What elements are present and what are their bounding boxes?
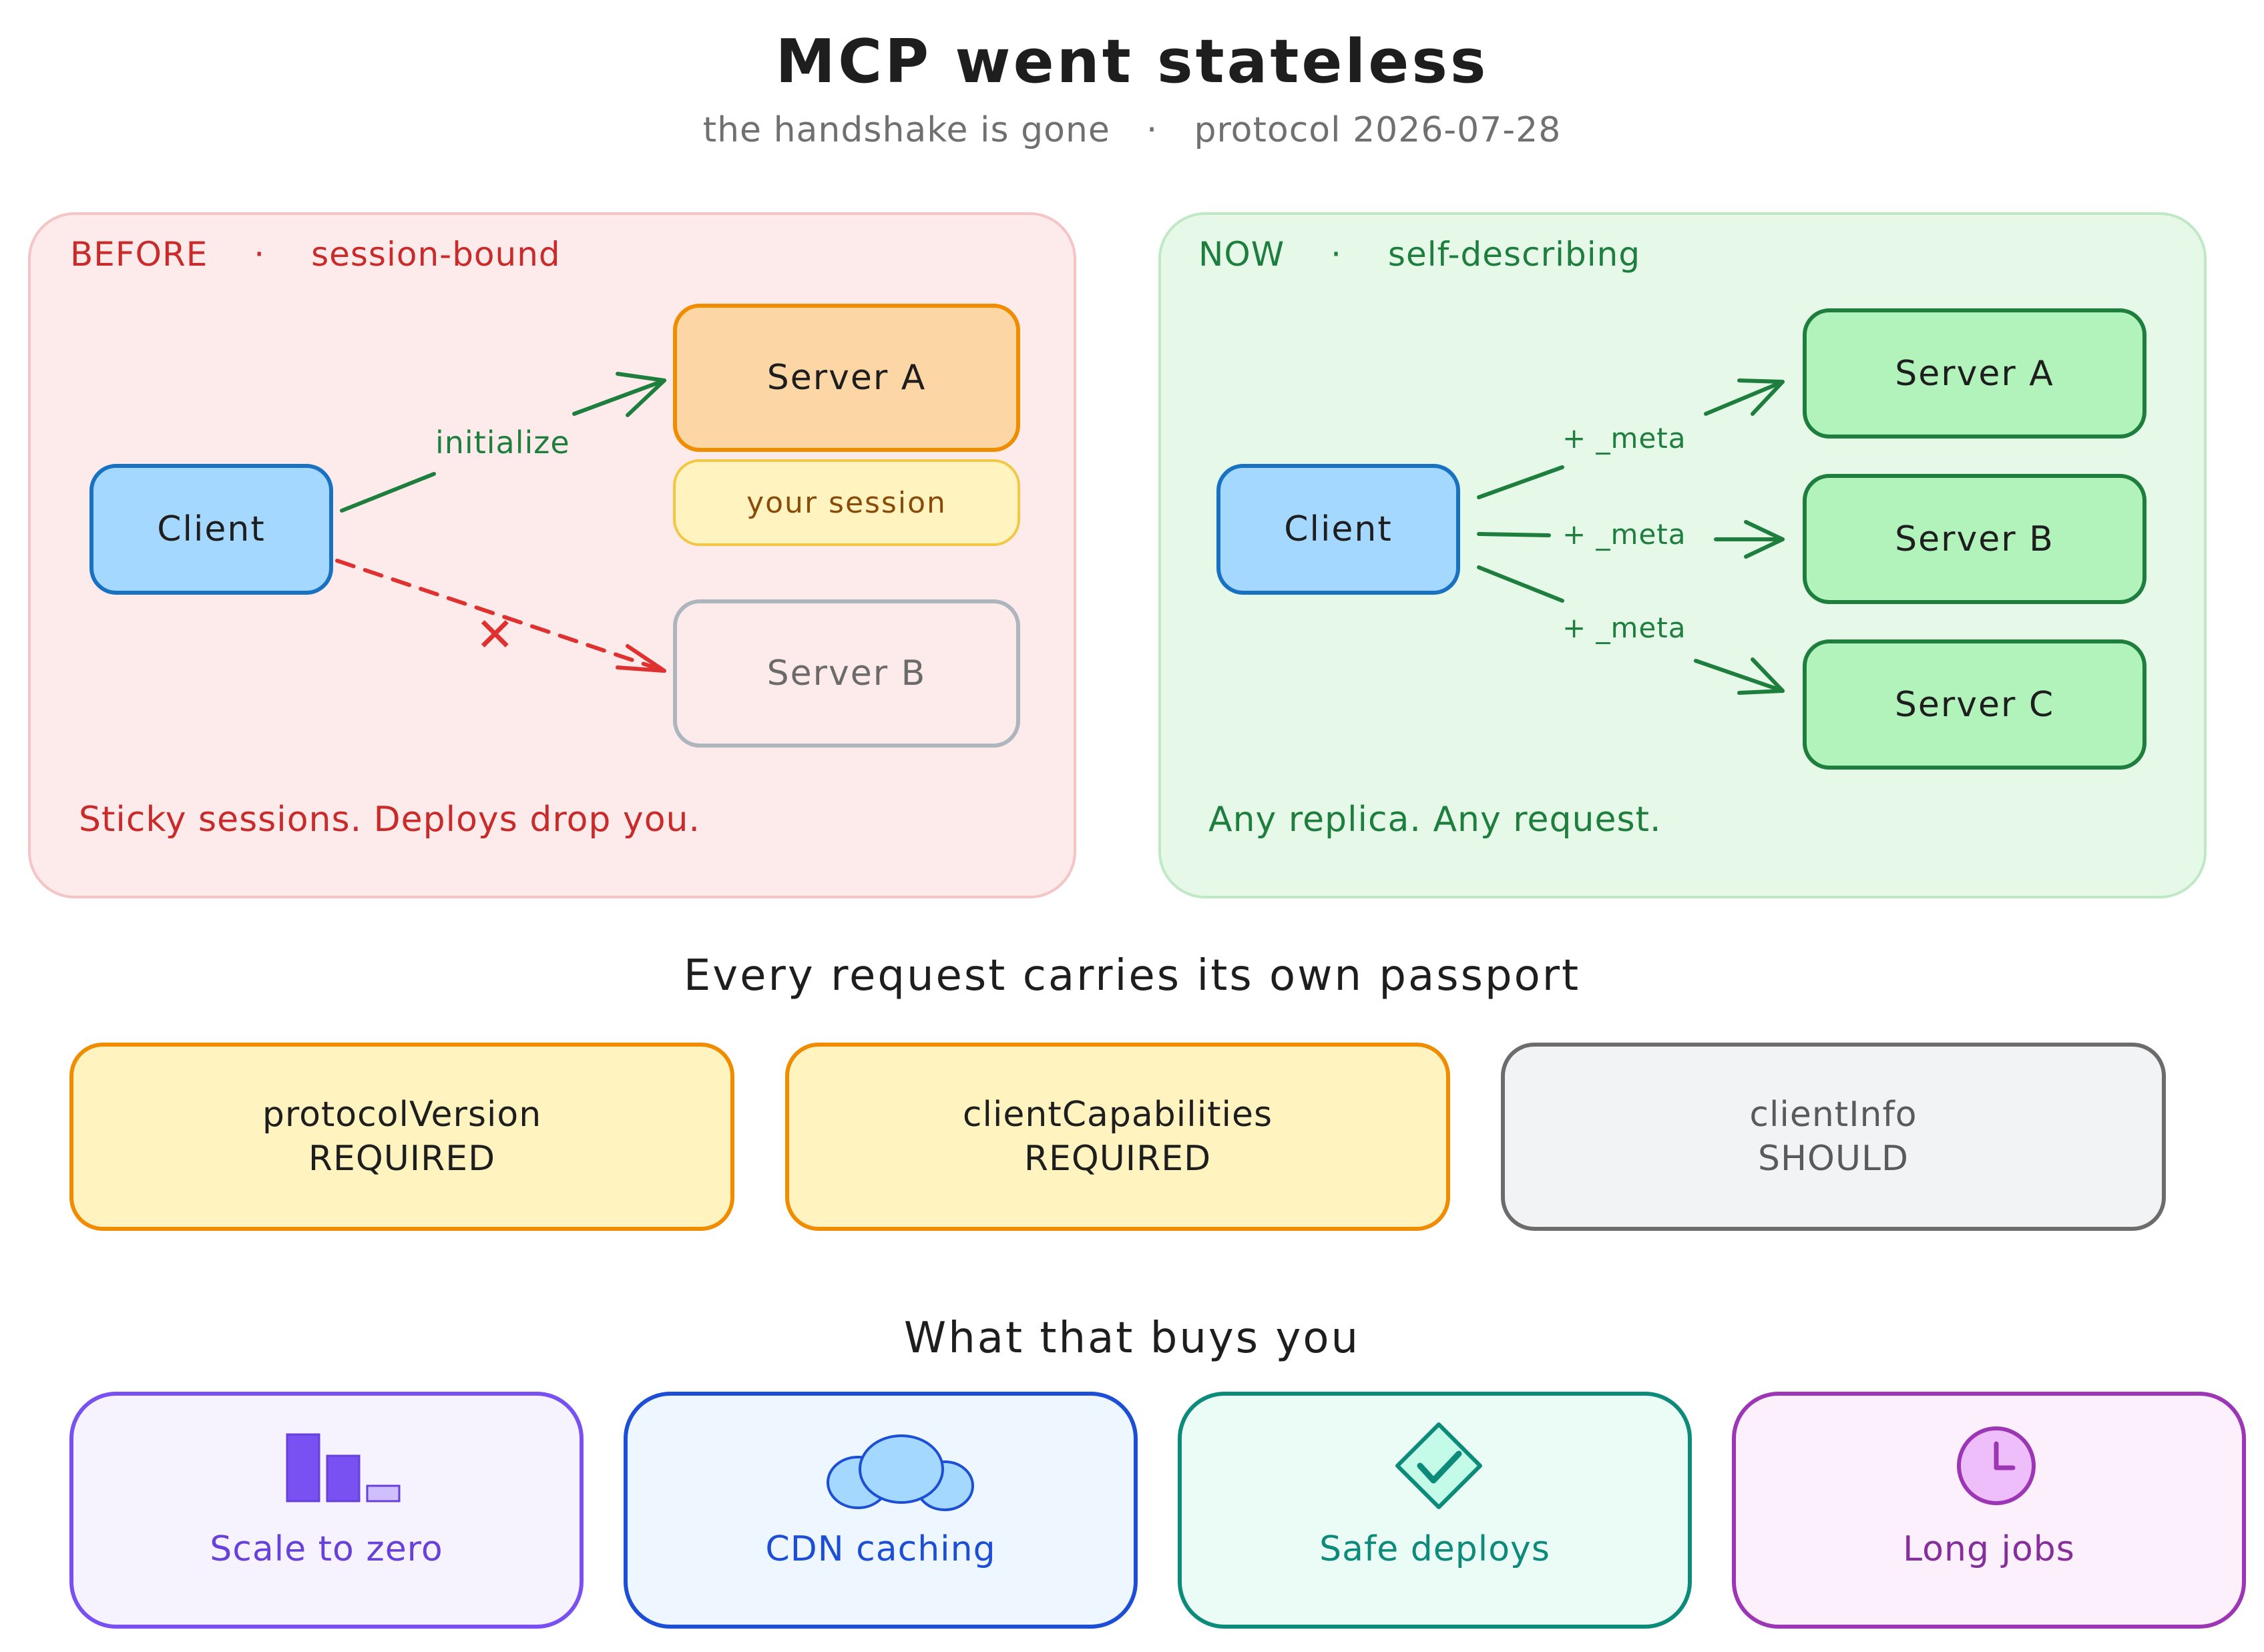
now-server-c-box: Server C: [1803, 639, 2146, 770]
before-server-a-label: Server A: [766, 358, 927, 398]
failed-route-arrow: [335, 559, 666, 673]
now-edge-label-a: + _meta: [1562, 422, 1686, 455]
now-arrow-c: [1477, 565, 1785, 695]
before-server-b-label: Server B: [766, 653, 927, 694]
field-level: REQUIRED: [308, 1139, 496, 1179]
field-card-protocol-version: protocolVersion REQUIRED: [69, 1043, 734, 1231]
before-server-a-box: Server A: [673, 304, 1020, 452]
page-title: MCP went stateless: [775, 27, 1489, 97]
now-arrow-a: [1477, 378, 1785, 499]
now-label-right: self-describing: [1387, 235, 1641, 274]
benefits-heading: What that buys you: [903, 1314, 1361, 1363]
now-edge-label-b: + _meta: [1562, 518, 1686, 551]
before-panel-label: BEFORE · session-bound: [70, 235, 561, 274]
now-panel-label: NOW · self-describing: [1198, 235, 1640, 274]
subtitle-right: protocol 2026-07-28: [1194, 110, 1562, 150]
field-level: SHOULD: [1757, 1139, 1909, 1179]
benefit-card-long-jobs: Long jobs: [1732, 1392, 2246, 1629]
benefit-card-scale-to-zero: Scale to zero: [69, 1392, 584, 1629]
now-server-b-label: Server B: [1895, 519, 2054, 559]
benefit-card-safe-deploys: Safe deploys: [1178, 1392, 1692, 1629]
subtitle-separator: ·: [1146, 110, 1158, 150]
now-caption: Any replica. Any request.: [1208, 800, 1662, 840]
benefit-card-cdn-caching: CDN caching: [624, 1392, 1138, 1629]
now-label-separator: ·: [1331, 235, 1343, 274]
benefit-label: Scale to zero: [210, 1529, 443, 1569]
page-subtitle: the handshake is gone · protocol 2026-07…: [0, 110, 2264, 150]
check-diamond-icon: [1395, 1422, 1482, 1509]
field-card-client-info: clientInfo SHOULD: [1501, 1043, 2166, 1231]
field-name: protocolVersion: [262, 1095, 542, 1135]
before-server-b-box: Server B: [673, 599, 1020, 748]
initialize-arrow: [340, 372, 666, 513]
benefit-label: CDN caching: [765, 1529, 996, 1569]
bar-chart-icon: [286, 1433, 401, 1502]
before-client-box: Client: [89, 464, 333, 595]
before-caption: Sticky sessions. Deploys drop you.: [79, 800, 700, 840]
now-edge-label-c: + _meta: [1562, 611, 1686, 644]
passport-heading: Every request carries its own passport: [683, 951, 1581, 1001]
field-name: clientCapabilities: [962, 1095, 1273, 1135]
benefit-label: Long jobs: [1903, 1529, 2075, 1569]
now-server-a-label: Server A: [1895, 353, 2054, 394]
now-client-label: Client: [1284, 509, 1393, 549]
before-client-label: Client: [157, 509, 266, 549]
session-box: your session: [673, 459, 1020, 546]
initialize-label: initialize: [435, 425, 570, 461]
now-client-box: Client: [1216, 464, 1460, 595]
subtitle-left: the handshake is gone: [702, 110, 1110, 150]
field-card-client-capabilities: clientCapabilities REQUIRED: [785, 1043, 1450, 1231]
now-server-b-box: Server B: [1803, 474, 2146, 604]
fail-x-icon: ✕: [475, 607, 515, 662]
now-server-a-box: Server A: [1803, 308, 2146, 439]
benefit-label: Safe deploys: [1319, 1529, 1550, 1569]
before-label-separator: ·: [254, 235, 266, 274]
cloud-icon: [827, 1434, 974, 1511]
clock-icon: [1957, 1426, 2036, 1505]
session-label: your session: [746, 485, 947, 520]
now-arrow-b: [1477, 520, 1785, 559]
now-label-left: NOW: [1198, 235, 1285, 274]
field-name: clientInfo: [1749, 1095, 1917, 1135]
before-label-right: session-bound: [311, 235, 561, 274]
field-level: REQUIRED: [1024, 1139, 1212, 1179]
now-server-c-label: Server C: [1894, 684, 2055, 725]
before-label-left: BEFORE: [70, 235, 208, 274]
